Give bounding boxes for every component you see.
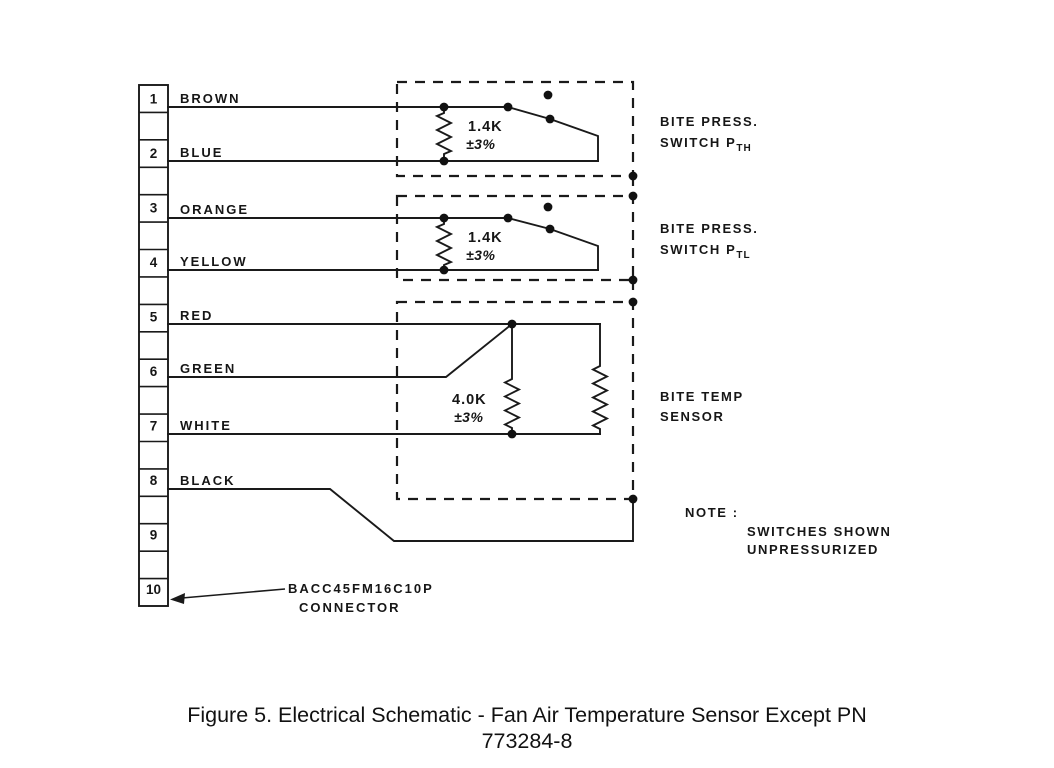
wire-brown: BROWN: [167, 91, 509, 108]
switch-contact-open-dot: [543, 202, 553, 212]
ptl-label: BITE PRESS. SWITCH PTL: [660, 221, 759, 261]
ptl-label-line1: BITE PRESS.: [660, 221, 759, 236]
connector-block: 1 2 3 4 5 6 7 8 9 10: [138, 84, 169, 607]
pth-label-line2: SWITCH PTH: [660, 135, 752, 154]
bond-dot: [628, 494, 638, 504]
junction-dot: [439, 265, 449, 275]
junction-dot: [439, 156, 449, 166]
wire-label-white: WHITE: [180, 418, 232, 433]
pin-number-8: 8: [150, 473, 158, 488]
connector-cell-dividers: [139, 111, 168, 580]
figure-caption: Figure 5. Electrical Schematic - Fan Air…: [187, 703, 867, 753]
wire-black: BLACK: [167, 473, 634, 542]
resistor-4.0k: [502, 323, 522, 435]
wire-label-brown: BROWN: [180, 91, 241, 106]
resistor-tolerance-ptl: ±3%: [466, 247, 495, 263]
pth-switch-box: 1.4K ±3%: [395, 80, 635, 178]
ptl-dashed-enclosure: [395, 194, 635, 282]
connector-part-number: BACC45FM16C10P: [288, 581, 434, 596]
wire-label-blue: BLUE: [180, 145, 223, 160]
pin-number-5: 5: [150, 310, 158, 325]
junction-dot: [439, 213, 449, 223]
switch-contact-closed-dot: [545, 114, 555, 124]
pin-number-9: 9: [150, 528, 158, 543]
pin-number-1: 1: [150, 92, 158, 107]
resistor-value-temp: 4.0K: [452, 392, 487, 408]
leader-arrowhead-icon: [170, 593, 185, 604]
ptl-label-line2: SWITCH PTL: [660, 242, 751, 261]
caption-line1: Figure 5. Electrical Schematic - Fan Air…: [187, 703, 867, 727]
bond-dot: [628, 191, 638, 201]
bond-dot: [628, 297, 638, 307]
note-block: NOTE : SWITCHES SHOWN UNPRESSURIZED: [685, 505, 891, 557]
bond-dot: [628, 171, 638, 181]
pin-number-2: 2: [150, 146, 158, 161]
resistor-value-pth: 1.4K: [468, 119, 503, 135]
temp-sensor-label: BITE TEMP SENSOR: [660, 389, 744, 424]
caption-line2: 773284-8: [482, 729, 573, 753]
junction-dot: [507, 429, 517, 439]
pin-number-4: 4: [150, 255, 158, 270]
switch-contact-open-dot: [543, 90, 553, 100]
switch-contact-closed-dot: [545, 224, 555, 234]
temp-sensor-element: [590, 323, 610, 435]
switch-arm-ptl: [506, 216, 599, 271]
pth-dashed-enclosure: [395, 80, 635, 178]
resistor-1.4k-ptl: [434, 217, 454, 271]
wire-orange: ORANGE: [167, 202, 509, 219]
junction-dot: [507, 319, 517, 329]
pth-label: BITE PRESS. SWITCH PTH: [660, 114, 759, 154]
connector-part-label: CONNECTOR: [299, 600, 401, 615]
enclosure-bond-line: [628, 171, 638, 504]
wire-red: RED: [167, 308, 513, 325]
resistor-value-ptl: 1.4K: [468, 230, 503, 246]
pin-number-10: 10: [146, 582, 161, 597]
junction-dot: [439, 102, 449, 112]
wire-label-black: BLACK: [180, 473, 236, 488]
temp-sensor-label-line1: BITE TEMP: [660, 389, 744, 404]
switch-pivot-dot: [503, 213, 513, 223]
wire-white: WHITE: [167, 418, 601, 435]
ptl-switch-box: 1.4K ±3%: [395, 194, 635, 282]
leader-line: [181, 588, 286, 599]
note-line1: SWITCHES SHOWN: [747, 524, 891, 539]
resistor-1.4k-pth: [434, 106, 454, 162]
resistor-tolerance-pth: ±3%: [466, 136, 495, 152]
switch-arm-pth: [506, 105, 599, 162]
switch-pivot-dot: [503, 102, 513, 112]
wire-label-yellow: YELLOW: [180, 254, 248, 269]
pth-label-line1: BITE PRESS.: [660, 114, 759, 129]
note-line2: UNPRESSURIZED: [747, 542, 879, 557]
wire-label-green: GREEN: [180, 361, 236, 376]
temp-sensor-label-line2: SENSOR: [660, 409, 725, 424]
wires: BROWN BLUE ORANGE YELLOW RED GREEN WHITE: [167, 91, 634, 542]
resistor-tolerance-temp: ±3%: [454, 409, 483, 425]
temp-sensor-box: 4.0K ±3%: [395, 300, 635, 501]
wire-yellow: YELLOW: [167, 254, 599, 271]
connector-leader: BACC45FM16C10P CONNECTOR: [170, 581, 434, 615]
note-heading: NOTE :: [685, 505, 739, 520]
wire-blue: BLUE: [167, 145, 599, 162]
wire-label-red: RED: [180, 308, 213, 323]
bond-dot: [628, 275, 638, 285]
pin-number-7: 7: [150, 419, 158, 434]
pin-number-3: 3: [150, 201, 158, 216]
temp-sensor-dashed-enclosure: [395, 300, 635, 501]
wire-label-orange: ORANGE: [180, 202, 249, 217]
pin-number-6: 6: [150, 364, 158, 379]
connector-outline: [138, 84, 169, 607]
wire-green: GREEN: [167, 322, 514, 378]
